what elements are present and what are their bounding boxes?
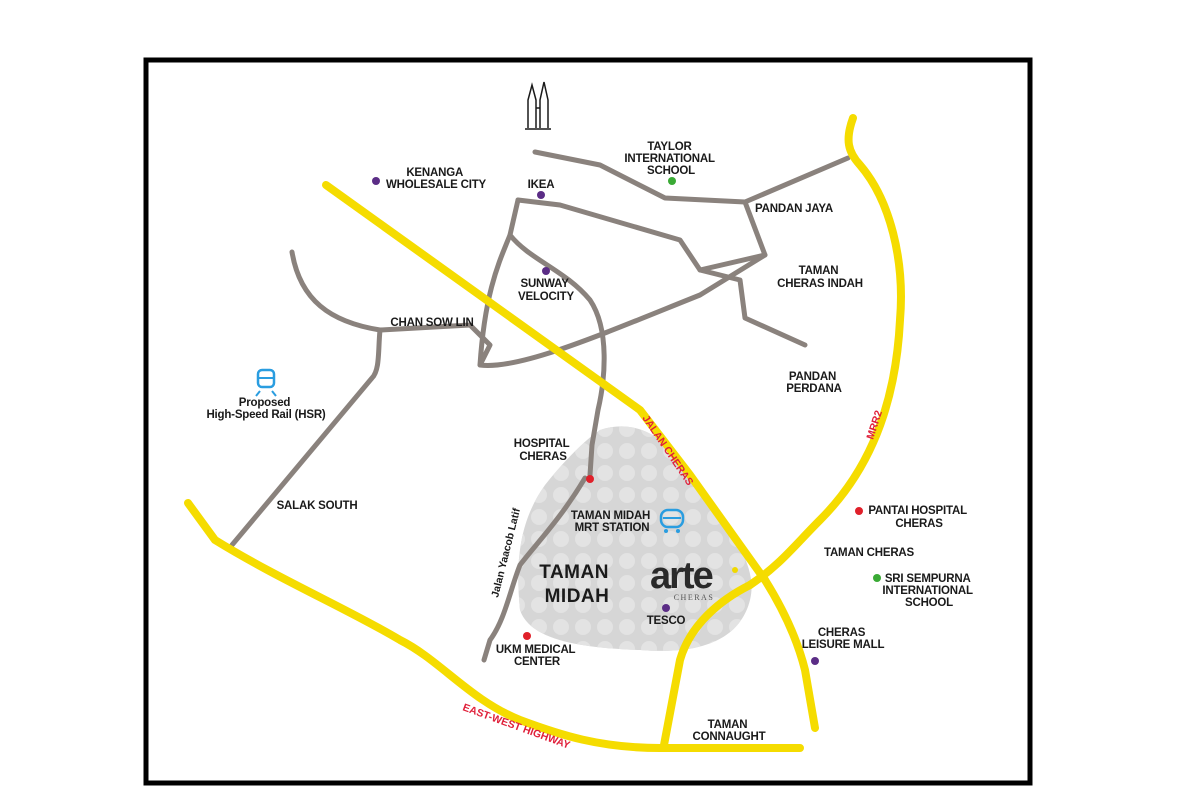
ukm-label: UKM MEDICAL CENTER [496, 644, 578, 668]
sunway-label: SUNWAY VELOCITY [518, 278, 574, 303]
train-icon [255, 368, 277, 397]
mrt-label: TAMAN MIDAH MRT STATION [571, 510, 653, 534]
taman-cheras-indah-label: TAMAN CHERAS INDAH [777, 265, 863, 290]
kenanga-marker[interactable] [372, 177, 380, 185]
highway-east-west [184, 499, 804, 752]
tesco-label: TESCO [647, 615, 686, 627]
chan-sow-lin-label: CHAN SOW LIN [390, 317, 473, 329]
highways [184, 114, 905, 752]
highway-south-link [660, 581, 754, 749]
hospital-cheras-label: HOSPITAL CHERAS [514, 438, 572, 463]
area-title: TAMAN MIDAH [539, 562, 614, 607]
highway-jalan-cheras [322, 181, 769, 584]
leisure-mall-marker[interactable] [811, 657, 819, 665]
road-sunway [507, 197, 607, 478]
taman-cheras-label: TAMAN CHERAS [824, 547, 915, 559]
sunway-marker[interactable] [542, 267, 550, 275]
taylor-marker[interactable] [668, 177, 676, 185]
local-roads [229, 149, 851, 663]
road-sunway-loop [477, 232, 513, 368]
map-border [143, 57, 1033, 786]
pantai-marker[interactable] [855, 507, 863, 515]
highway-mrr2 [746, 114, 905, 589]
pandan-perdana-label: PANDAN PERDANA [786, 371, 841, 395]
road-jalan-yaacob [481, 475, 588, 663]
sri-sempurna-marker[interactable] [873, 574, 881, 582]
logo-accent [732, 567, 738, 573]
hsr-label: Proposed High-Speed Rail (HSR) [206, 397, 325, 421]
highway-connaught-link [761, 576, 819, 732]
twin-towers-icon [525, 81, 551, 130]
ikea-marker[interactable] [537, 191, 545, 199]
arte-logo: arte CHERAS [650, 555, 738, 602]
kenanga-label: KENANGA WHOLESALE CITY [386, 167, 487, 191]
road-salak [229, 327, 383, 548]
svg-text:CHERAS: CHERAS [674, 593, 715, 602]
road-taylor [532, 149, 851, 205]
tesco-marker[interactable] [662, 604, 670, 612]
ukm-marker[interactable] [523, 632, 531, 640]
salak-south-label: SALAK SOUTH [277, 500, 358, 512]
leisure-mall-label: CHERAS LEISURE MALL [802, 627, 885, 651]
sri-sempurna-label: SRI SEMPURNA INTERNATIONAL SCHOOL [882, 573, 975, 609]
taman-connaught-label: TAMAN CONNAUGHT [693, 719, 766, 743]
pantai-label: PANTAI HOSPITAL CHERAS [868, 505, 969, 530]
hospital-cheras-marker[interactable] [586, 475, 594, 483]
svg-text:arte: arte [650, 555, 713, 597]
pandan-jaya-label: PANDAN JAYA [755, 203, 833, 215]
taylor-label: TAYLOR INTERNATIONAL SCHOOL [624, 141, 717, 177]
ikea-label: IKEA [528, 179, 555, 191]
bus-icon [659, 508, 685, 533]
